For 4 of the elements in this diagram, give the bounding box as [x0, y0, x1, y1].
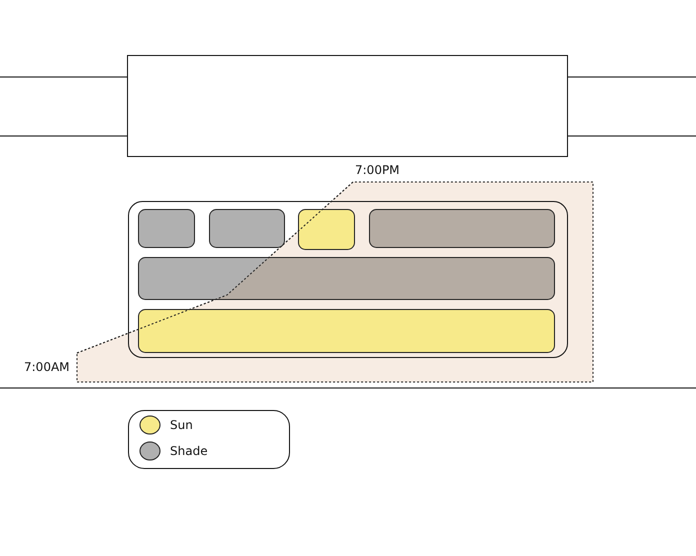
time-label: 7:00AM [24, 360, 70, 374]
time-label: 7:00PM [355, 163, 400, 177]
legend-label: Sun [170, 418, 193, 432]
legend-label: Shade [170, 444, 208, 458]
